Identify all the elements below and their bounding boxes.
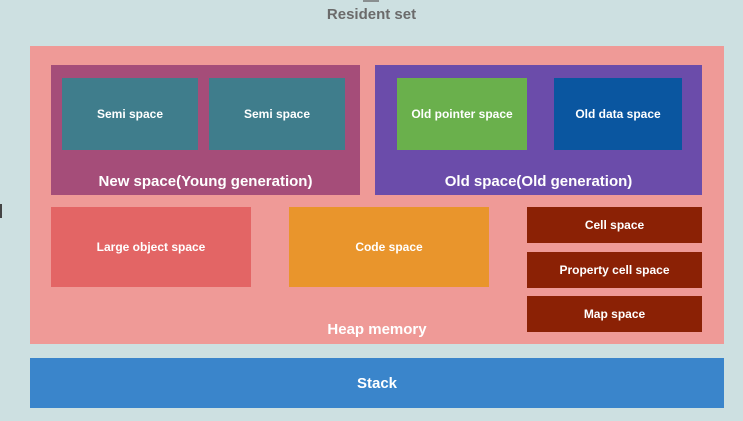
top-connector-mark	[363, 0, 379, 2]
old-pointer-space-box: Old pointer space	[397, 78, 527, 150]
new-space-label: New space(Young generation)	[98, 172, 313, 190]
left-connector-mark	[0, 204, 2, 218]
heap-memory-label: Heap memory	[327, 320, 427, 338]
property-cell-space-box: Property cell space	[527, 252, 702, 288]
old-data-space-box: Old data space	[554, 78, 682, 150]
code-space-box: Code space	[289, 207, 489, 287]
map-space-box: Map space	[527, 296, 702, 332]
stack-region: Stack	[30, 358, 724, 408]
large-object-space-box: Large object space	[51, 207, 251, 287]
resident-set-title: Resident set	[326, 5, 417, 23]
semi-space-box-1: Semi space	[62, 78, 198, 150]
cell-space-box: Cell space	[527, 207, 702, 243]
old-space-label: Old space(Old generation)	[444, 172, 633, 190]
semi-space-box-2: Semi space	[209, 78, 345, 150]
